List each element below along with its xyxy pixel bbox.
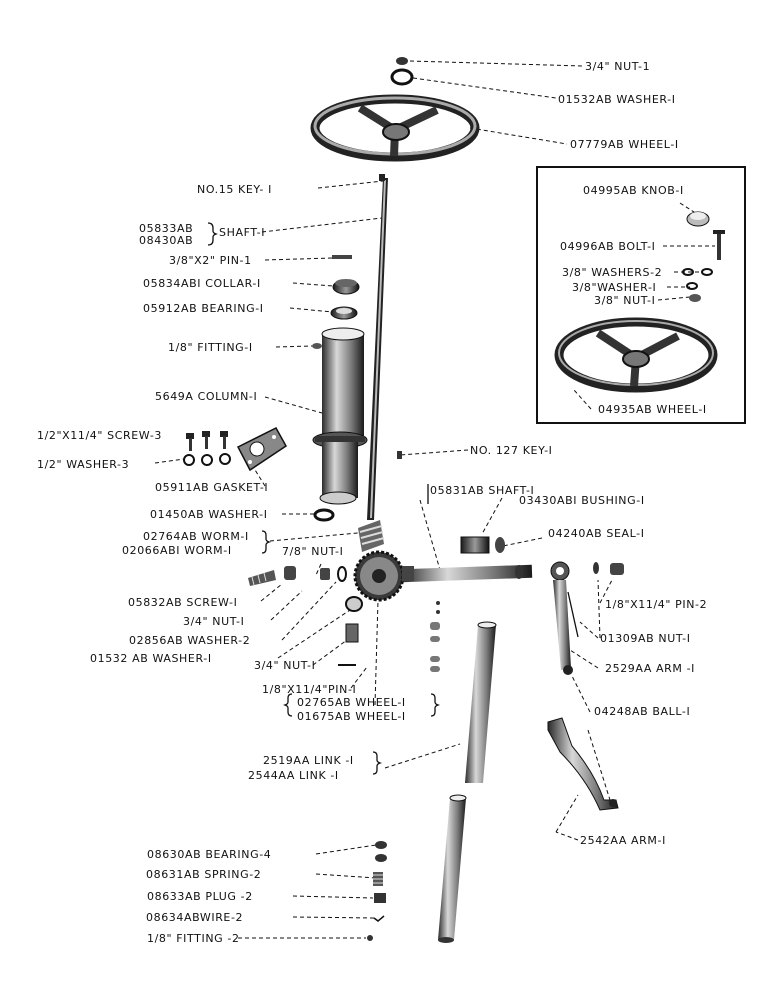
bushing-seal xyxy=(460,536,505,554)
label-nut-top: 3/4" NUT-1 xyxy=(585,60,651,73)
drag-link-upper xyxy=(465,621,497,783)
label-worm-b: 02066ABI WORM-I xyxy=(122,544,232,557)
label-screw-5832: 05832AB SCREW-I xyxy=(128,596,238,609)
misc-small-parts xyxy=(397,451,440,672)
label-wheel-4935: 04935AB WHEEL-I xyxy=(598,403,707,416)
label-arm-2529: 2529AA ARM -I xyxy=(605,662,696,675)
label-nut-34a: 3/4" NUT-I xyxy=(183,615,245,628)
worm-gear-parts xyxy=(313,508,385,552)
label-bearing: 05912AB BEARING-I xyxy=(143,302,264,315)
label-screw-3: 1/2"X11/4" SCREW-3 xyxy=(37,429,163,442)
steering-wheel-main xyxy=(310,94,480,162)
shaft-small-parts xyxy=(312,255,360,349)
label-nut-78: 7/8" NUT-I xyxy=(282,545,344,558)
label-link-2519: 2519AA LINK -I xyxy=(263,754,354,767)
label-gasket: 05911AB GASKET-I xyxy=(155,481,269,494)
label-knob: 04995AB KNOB-I xyxy=(583,184,684,197)
label-spring-2: 08631AB SPRING-2 xyxy=(146,868,262,881)
label-shaft-b: 08430AB xyxy=(139,234,194,247)
steering-arm xyxy=(547,717,619,811)
cross-shaft xyxy=(401,564,533,583)
pitman-arm xyxy=(550,561,624,675)
label-worm-a: 02764AB WORM-I xyxy=(143,530,249,543)
top-nut-washer xyxy=(390,57,414,86)
label-fitting-2: 1/8" FITTING -2 xyxy=(147,932,240,945)
label-wire-2: 08634ABWIRE-2 xyxy=(146,911,244,924)
link-end-parts xyxy=(367,841,387,941)
label-collar: 05834ABI COLLAR-I xyxy=(143,277,261,290)
label-wheel-main: 07779AB WHEEL-I xyxy=(570,138,679,151)
label-pin: 3/8"X2" PIN-1 xyxy=(169,254,252,267)
label-shaft-a: 05833AB xyxy=(139,222,194,235)
label-plug-2: 08633AB PLUG -2 xyxy=(147,890,253,903)
label-ball: 04248AB BALL-I xyxy=(594,705,691,718)
label-nut-38: 3/8" NUT-I xyxy=(594,294,656,307)
label-nut-1309: 01309AB NUT-I xyxy=(600,632,691,645)
label-washer-1450: 01450AB WASHER-I xyxy=(150,508,268,521)
label-key-127: NO. 127 KEY-I xyxy=(470,444,553,457)
inset-wheel-assembly xyxy=(554,211,725,393)
label-nut-34b: 3/4" NUT-I xyxy=(254,659,316,672)
label-washer-38: 3/8"WASHER-I xyxy=(572,281,657,294)
label-pin-18a: 1/8"X11/4"PIN-I xyxy=(262,683,357,696)
leader-lines xyxy=(154,60,715,939)
label-shaft-5831: 05831AB SHAFT-I xyxy=(430,484,535,497)
label-column: 5649A COLUMN-I xyxy=(155,390,258,403)
column-fasteners xyxy=(183,427,287,472)
alternate-wheel-inset-frame xyxy=(536,166,746,424)
label-bolt: 04996AB BOLT-I xyxy=(560,240,656,253)
gear-fasteners xyxy=(248,566,363,666)
label-washer-3: 1/2" WASHER-3 xyxy=(37,458,130,471)
steering-column xyxy=(312,327,368,505)
label-bushing: 03430ABI BUSHING-I xyxy=(519,494,645,507)
label-fitting-1: 1/8" FITTING-I xyxy=(168,341,253,354)
label-shaft: SHAFT-I xyxy=(219,226,266,239)
label-washer-top: 01532AB WASHER-I xyxy=(558,93,676,106)
label-wheel-2765: 02765AB WHEEL-I xyxy=(297,696,406,709)
label-link-2544: 2544AA LINK -I xyxy=(248,769,339,782)
bracket-lines xyxy=(207,222,579,775)
label-washer-1532b: 01532 AB WASHER-I xyxy=(90,652,212,665)
label-key-15: NO.15 KEY- I xyxy=(197,183,272,196)
label-washer-2856: 02856AB WASHER-2 xyxy=(129,634,251,647)
label-bearing-4: 08630AB BEARING-4 xyxy=(147,848,272,861)
drag-link-lower xyxy=(438,794,467,943)
label-washers-2: 3/8" WASHERS-2 xyxy=(562,266,663,279)
sector-gear-wheel xyxy=(353,550,405,602)
label-arm-2542: 2542AA ARM-I xyxy=(580,834,666,847)
label-wheel-1675: 01675AB WHEEL-I xyxy=(297,710,406,723)
label-seal: 04240AB SEAL-I xyxy=(548,527,645,540)
steering-shaft xyxy=(367,174,388,520)
label-pin-2: 1/8"X11/4" PIN-2 xyxy=(605,598,708,611)
